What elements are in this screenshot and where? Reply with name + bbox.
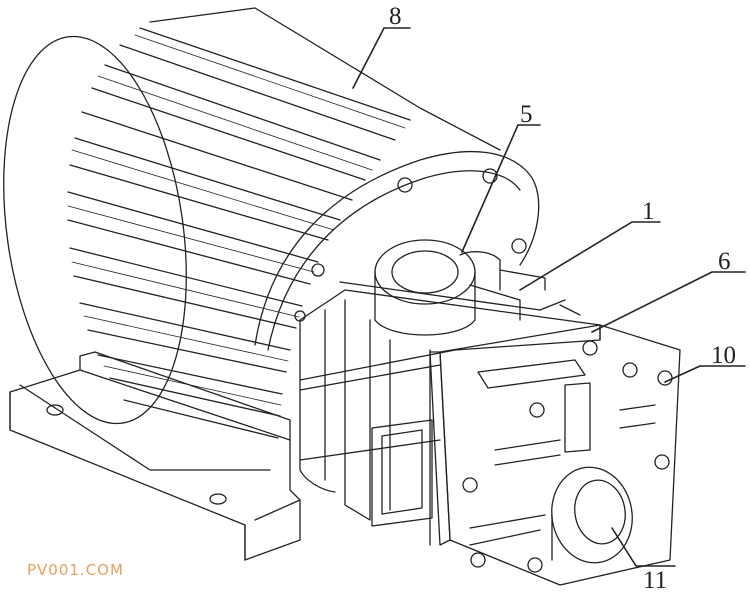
leader-lines bbox=[352, 27, 746, 567]
label-6: 6 bbox=[718, 248, 731, 275]
label-5: 5 bbox=[520, 101, 533, 128]
leader-8 bbox=[352, 27, 411, 89]
motor-flange bbox=[254, 151, 540, 351]
label-10: 10 bbox=[711, 342, 736, 369]
outlet-port bbox=[551, 466, 633, 564]
label-1: 1 bbox=[642, 198, 655, 225]
leader-1 bbox=[519, 221, 661, 291]
label-11: 11 bbox=[643, 567, 668, 594]
pump-body bbox=[299, 269, 601, 546]
mounting-foot bbox=[9, 351, 301, 561]
leader-10 bbox=[664, 365, 746, 383]
label-8: 8 bbox=[389, 3, 402, 30]
motor-housing bbox=[3, 7, 501, 471]
leader-5 bbox=[461, 124, 541, 253]
inlet-port bbox=[374, 239, 501, 336]
watermark: PV001.COM bbox=[27, 561, 124, 579]
leader-6 bbox=[591, 271, 746, 333]
leader-11 bbox=[611, 527, 676, 567]
end-cover bbox=[429, 324, 681, 586]
